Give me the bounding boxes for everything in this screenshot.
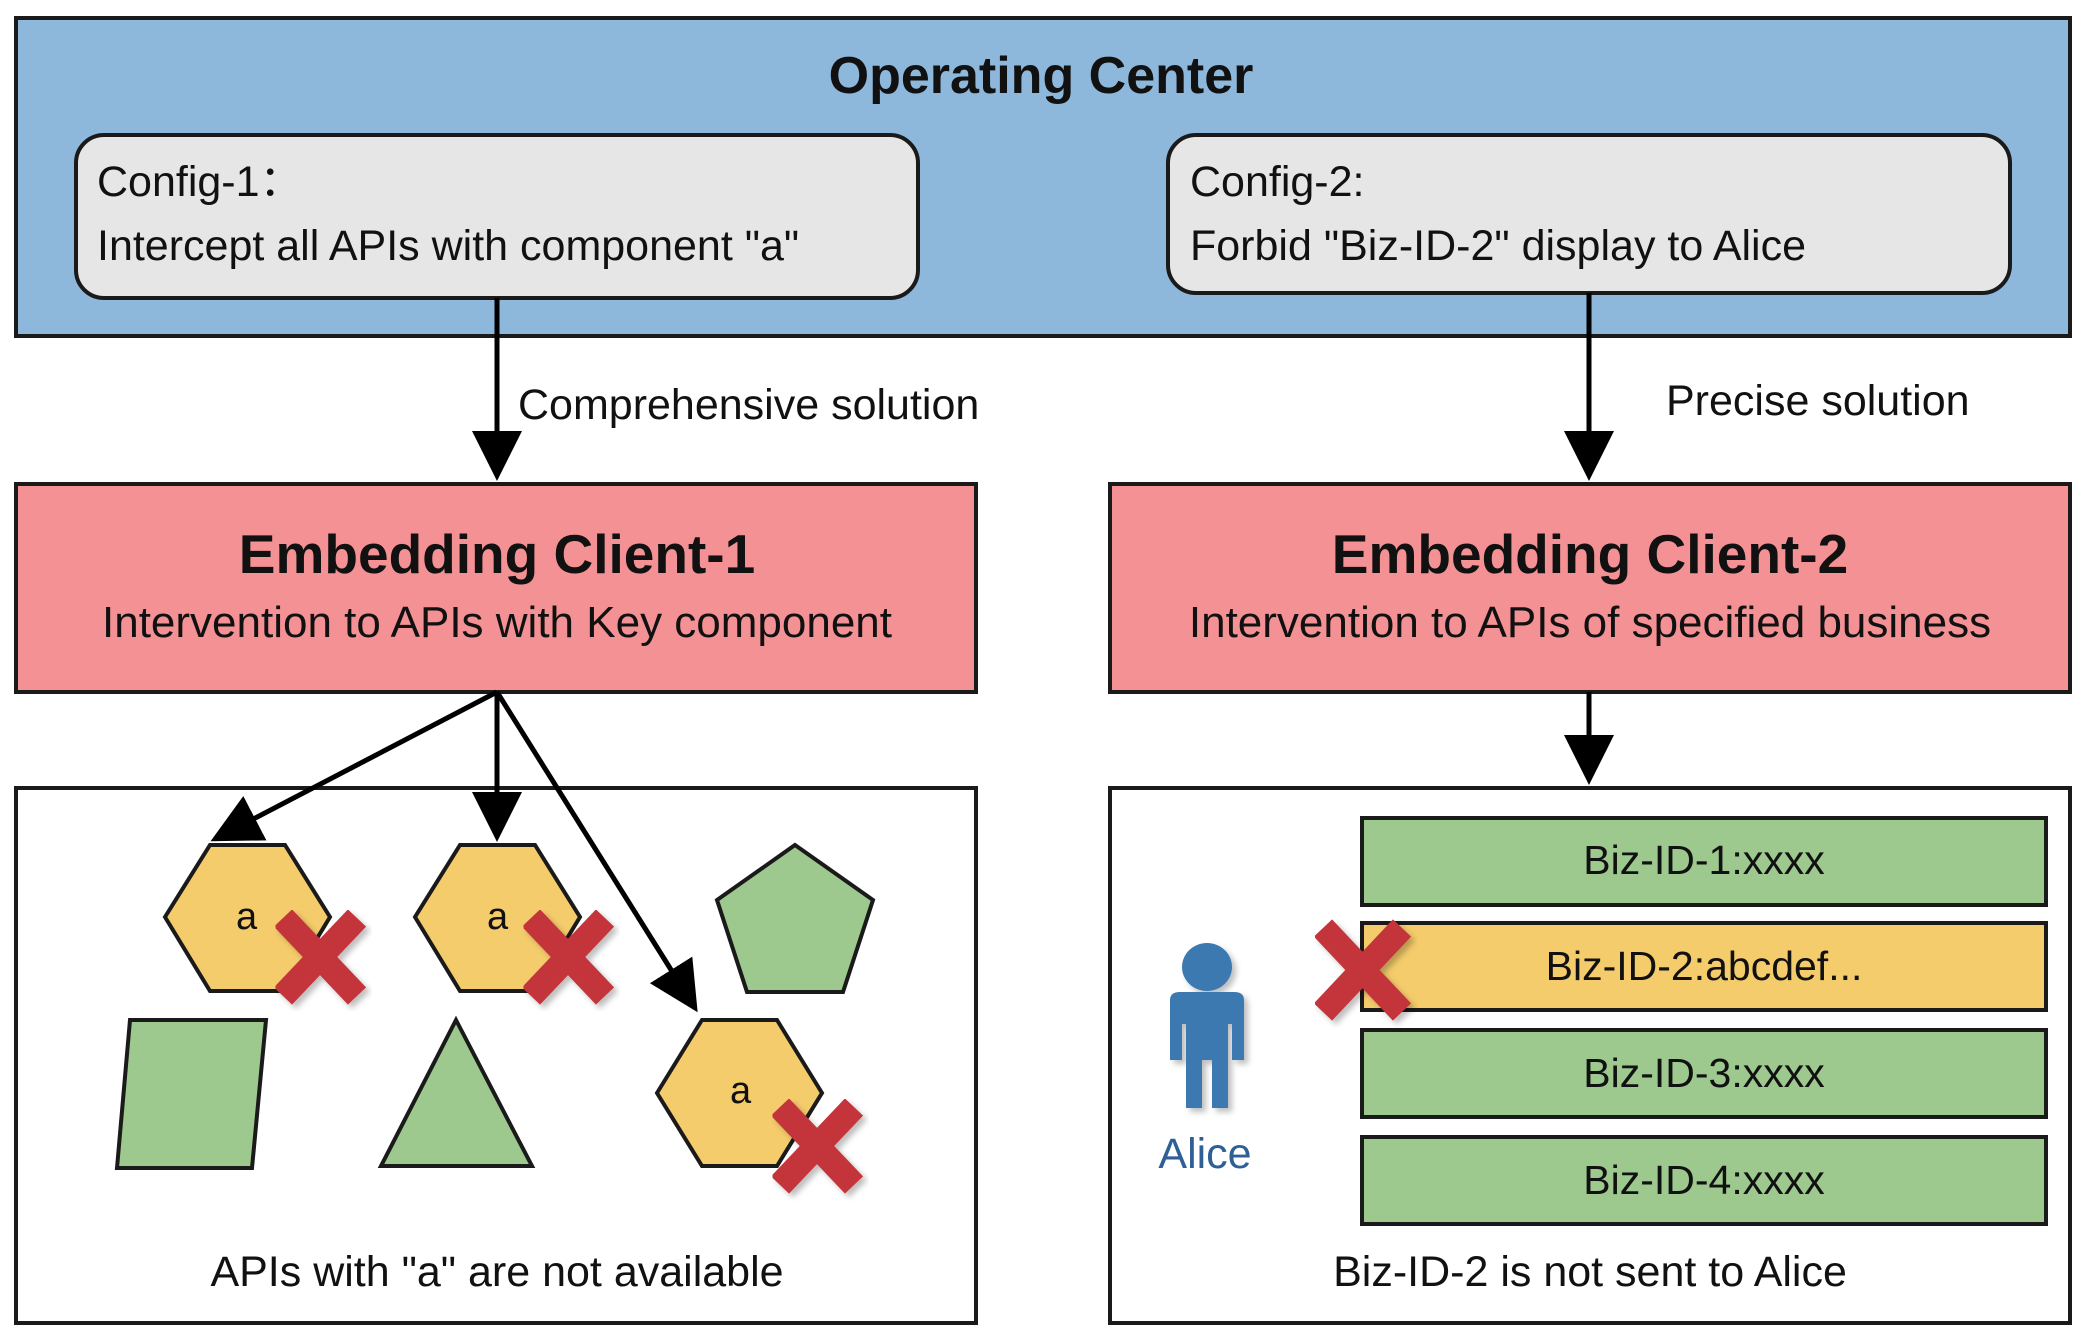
biz-row-1-label: Biz-ID-1:xxxx <box>1583 837 1825 883</box>
precise-solution-label: Precise solution <box>1666 377 1970 425</box>
client-1-title: Embedding Client-1 <box>238 523 756 585</box>
biz-row-3 <box>1360 1028 2048 1119</box>
api-hexagon-3 <box>654 1018 825 1168</box>
panel-2-caption: Biz-ID-2 is not sent to Alice <box>1333 1248 1847 1296</box>
blocked-cross-icon <box>521 909 615 1005</box>
hexagon-2-label: a <box>487 896 509 938</box>
blocked-cross-icon <box>770 1098 864 1194</box>
biz-row-4 <box>1360 1135 2048 1226</box>
api-hexagon-2 <box>412 843 583 993</box>
panel-1-caption: APIs with "a" are not available <box>210 1248 784 1296</box>
api-pentagon <box>714 842 876 994</box>
config-2-text: Config-2: Forbid "Biz-ID-2" display to A… <box>1190 150 1806 278</box>
alice-label: Alice <box>1158 1130 1252 1178</box>
biz-row-3-label: Biz-ID-3:xxxx <box>1583 1050 1825 1096</box>
client-2-title: Embedding Client-2 <box>1331 523 1849 585</box>
api-triangle <box>377 1015 536 1168</box>
biz-row-2-label: Biz-ID-2:abcdef... <box>1545 943 1863 989</box>
client-2-box <box>1108 482 2072 694</box>
person-icon <box>1170 943 1244 1108</box>
blocked-cross-icon <box>273 909 367 1005</box>
config-1-text: Config-1： Intercept all APIs with compon… <box>97 150 799 278</box>
client-2-subtitle: Intervention to APIs of specified busine… <box>1188 598 1992 647</box>
api-hexagon-1 <box>162 843 333 993</box>
config-2-heading: Config-2: <box>1190 158 1365 206</box>
hexagon-1-label: a <box>236 896 258 938</box>
config-1-description: Intercept all APIs with component "a" <box>97 222 800 270</box>
arrow-client1-to-hex1 <box>210 689 499 842</box>
client-1-subtitle: Intervention to APIs with Key component <box>101 598 893 647</box>
blocked-cross-icon <box>1313 919 1412 1021</box>
config-1-heading: Config-1： <box>97 158 303 206</box>
arrow-client1-to-hex3 <box>494 690 698 1013</box>
api-parallelogram <box>114 1018 269 1170</box>
biz-row-4-label: Biz-ID-4:xxxx <box>1583 1157 1825 1203</box>
client-1-box <box>14 482 978 694</box>
hexagon-3-label: a <box>730 1070 752 1112</box>
config-2-description: Forbid "Biz-ID-2" display to Alice <box>1190 222 1807 270</box>
biz-row-1 <box>1360 816 2048 907</box>
operating-center-title: Operating Center <box>828 47 1254 105</box>
biz-row-2 <box>1360 921 2048 1012</box>
comprehensive-solution-label: Comprehensive solution <box>518 381 980 429</box>
